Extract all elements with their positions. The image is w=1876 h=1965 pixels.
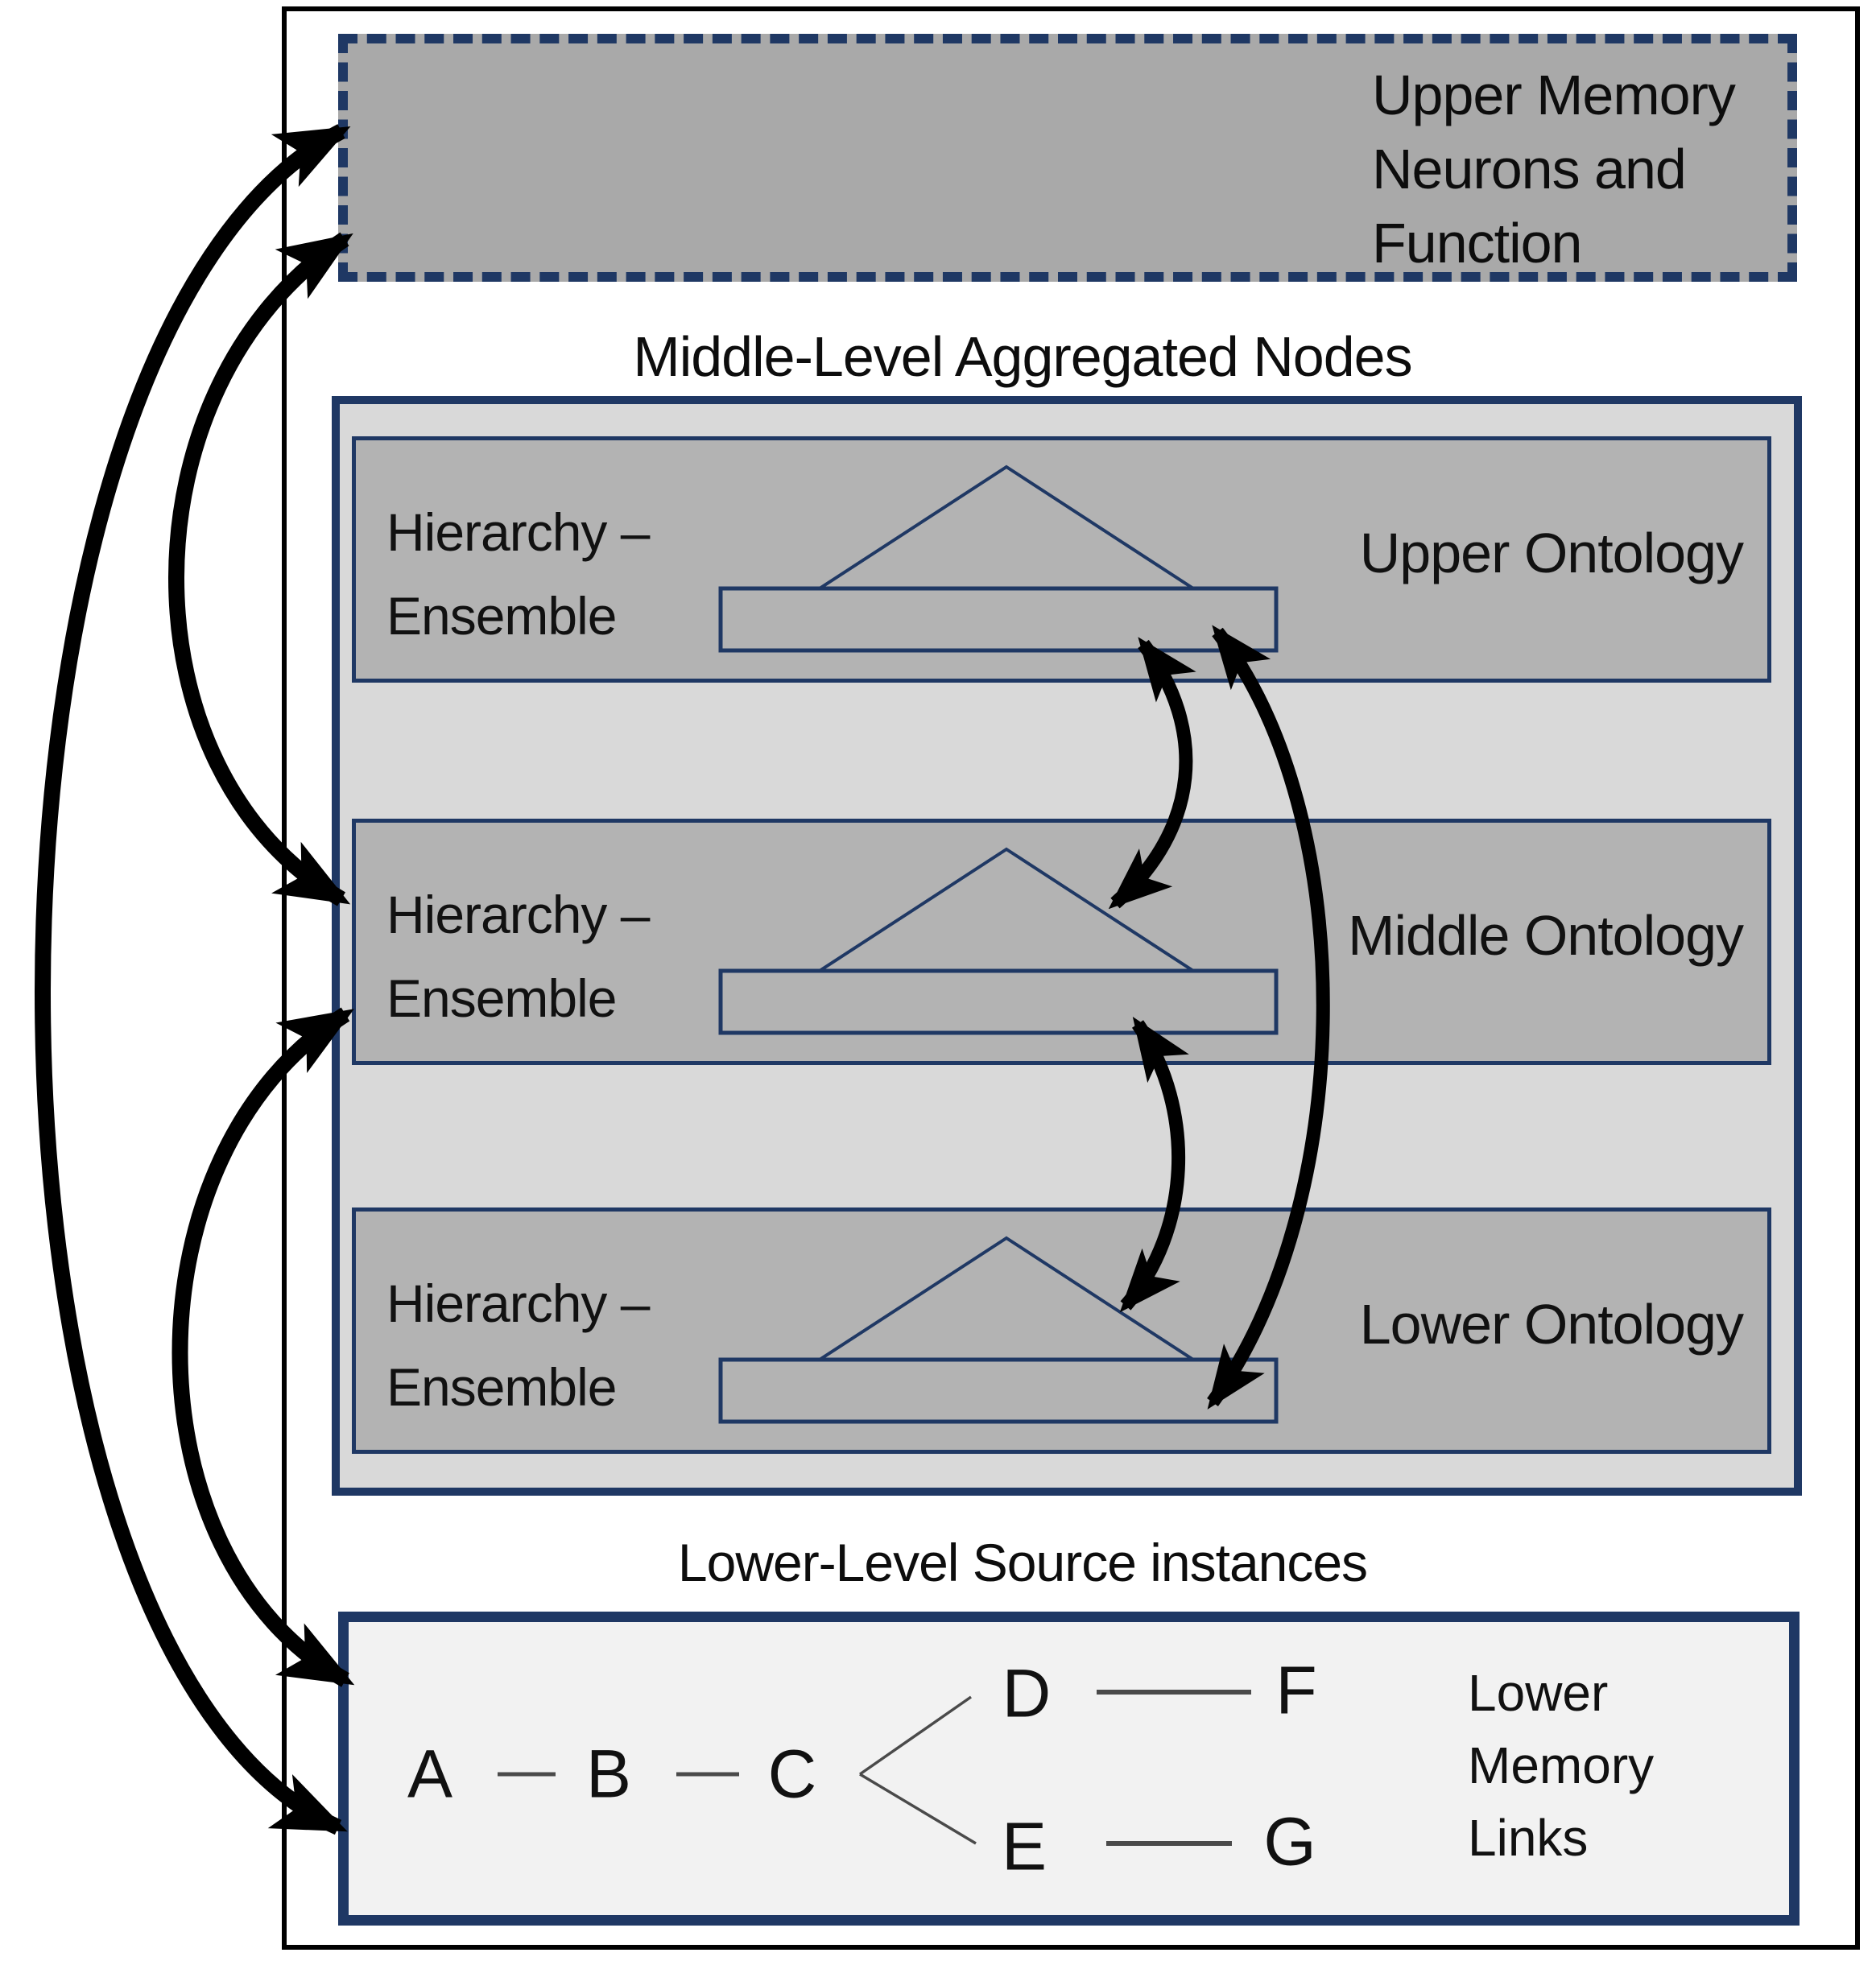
band-middle-label-line2: Ensemble	[386, 968, 618, 1028]
lower-level-title: Lower-Level Source instances	[677, 1533, 1368, 1592]
band-upper-hierarchy-label: Hierarchy – Ensemble	[386, 490, 650, 658]
upper-memory-line2: Neurons and	[1372, 138, 1687, 200]
upper-memory-line1: Upper Memory	[1372, 64, 1736, 126]
upper-ontology-label: Upper Ontology	[1359, 522, 1744, 584]
band-upper-label-line1: Hierarchy –	[386, 502, 650, 562]
middle-level-title: Middle-Level Aggregated Nodes	[633, 325, 1412, 388]
caption-line2: Memory	[1468, 1736, 1655, 1794]
caption-line1: Lower	[1468, 1664, 1609, 1722]
lower-ontology-pyramid-icon	[718, 1236, 1279, 1424]
lower-source-box	[338, 1612, 1800, 1926]
upper-memory-label: Upper Memory Neurons and Function	[1372, 58, 1736, 280]
lower-ontology-label: Lower Ontology	[1359, 1293, 1744, 1356]
source-node-g: G	[1263, 1803, 1316, 1880]
source-node-d: D	[1002, 1655, 1052, 1732]
upper-memory-box: Upper Memory Neurons and Function	[338, 34, 1797, 282]
band-middle-label-line1: Hierarchy –	[386, 885, 650, 944]
source-node-b: B	[585, 1736, 632, 1812]
source-node-c: C	[767, 1736, 817, 1812]
band-lower-hierarchy-label: Hierarchy – Ensemble	[386, 1261, 650, 1429]
band-middle-hierarchy-label: Hierarchy – Ensemble	[386, 873, 650, 1040]
band-middle-ontology: Hierarchy – Ensemble Middle Ontology	[352, 819, 1771, 1065]
band-lower-label-line1: Hierarchy –	[386, 1274, 650, 1333]
upper-ontology-pyramid-icon	[718, 464, 1279, 653]
middle-ontology-pyramid-icon	[718, 847, 1279, 1035]
band-upper-ontology: Hierarchy – Ensemble Upper Ontology	[352, 436, 1771, 683]
band-lower-label-line2: Ensemble	[386, 1357, 618, 1417]
band-lower-ontology: Hierarchy – Ensemble Lower Ontology	[352, 1207, 1771, 1454]
source-node-e: E	[1001, 1808, 1048, 1885]
middle-ontology-label: Middle Ontology	[1348, 904, 1744, 967]
source-node-a: A	[407, 1736, 453, 1812]
band-upper-label-line2: Ensemble	[386, 586, 618, 646]
upper-memory-line3: Function	[1372, 212, 1582, 275]
source-node-f: F	[1275, 1652, 1317, 1728]
caption-line3: Links	[1468, 1809, 1589, 1867]
lower-memory-links-label: Lower Memory Links	[1468, 1657, 1654, 1874]
